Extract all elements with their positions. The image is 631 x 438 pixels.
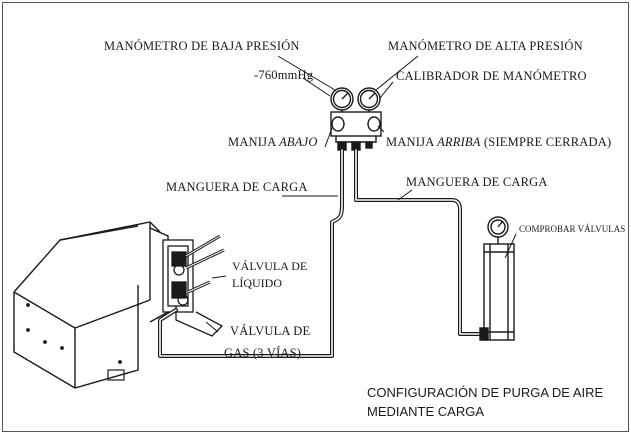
gas-valve-label-2: GAS (3 VÍAS) — [224, 346, 301, 360]
handle-high-label: MANIJA ARRIBA (SIEMPRE CERRADA) — [386, 135, 611, 149]
service-valve-block — [162, 234, 225, 337]
caption-line-2: MEDIANTE CARGA — [367, 404, 484, 419]
charging-hoses — [158, 148, 486, 358]
check-valves-label: COMPROBAR VÁLVULAS — [519, 224, 625, 234]
liquid-valve-label-1: VÁLVULA DE — [232, 259, 307, 273]
liquid-valve-label-2: LÍQUIDO — [232, 276, 282, 290]
vacuum-reading-label: -760mmHg — [254, 68, 314, 82]
outdoor-unit — [13, 221, 169, 389]
hose-right-label: MANGUERA DE CARGA — [406, 175, 548, 189]
leader-lines — [205, 55, 517, 333]
handle-low-label: MANIJA ABAJO — [228, 135, 318, 149]
gas-valve-label-1: VÁLVULA DE — [230, 324, 311, 338]
refrigerant-cylinder — [479, 216, 515, 341]
labels: MANÓMETRO DE BAJA PRESIÓN MANÓMETRO DE A… — [104, 39, 625, 419]
gauge-calibrator-label: CALIBRADOR DE MANÓMETRO — [396, 69, 587, 83]
high-gauge-label: MANÓMETRO DE ALTA PRESIÓN — [388, 39, 583, 53]
hose-left-label: MANGUERA DE CARGA — [166, 180, 308, 194]
manifold-gauge-set — [330, 87, 382, 151]
diagram-border — [2, 2, 629, 432]
low-gauge-label: MANÓMETRO DE BAJA PRESIÓN — [104, 39, 300, 53]
caption-line-1: CONFIGURACIÓN DE PURGA DE AIRE — [367, 385, 604, 400]
